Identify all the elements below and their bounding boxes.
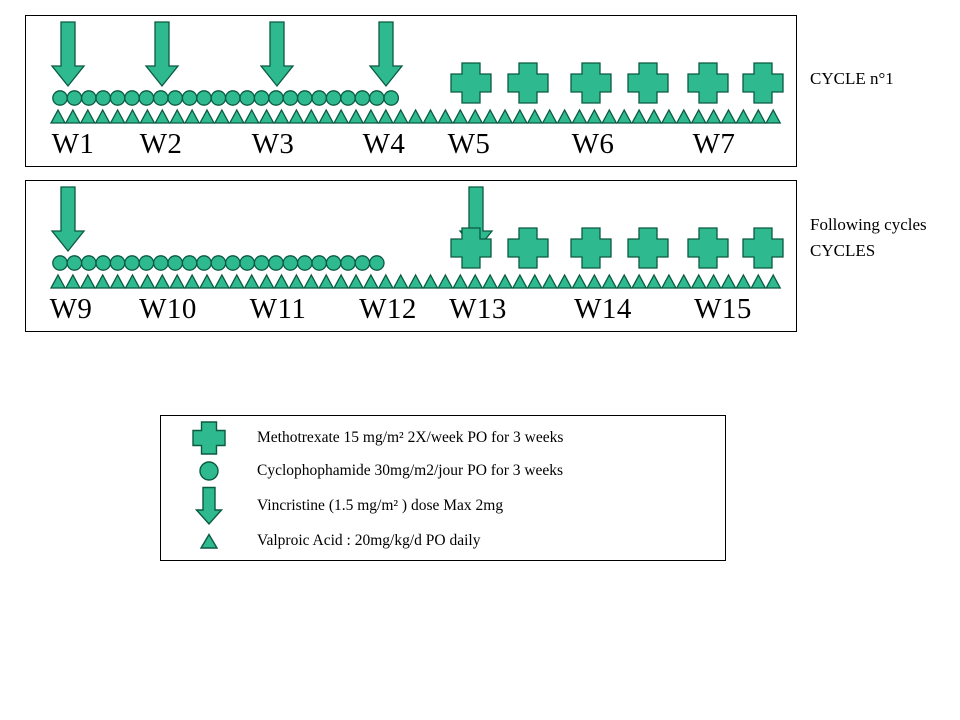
week-label: W5	[447, 128, 491, 160]
vincristine-arrows	[50, 186, 494, 253]
vincristine-arrow-icon	[173, 486, 245, 526]
week-label: W3	[251, 128, 295, 160]
week-label: W15	[694, 293, 752, 325]
cycle1-side-label-line: CYCLE n°1	[810, 69, 894, 88]
legend-box: Methotrexate 15 mg/m² 2X/week PO for 3 w…	[160, 415, 726, 561]
week-label: W11	[249, 293, 307, 325]
legend-item-valproic: Valproic Acid : 20mg/kg/d PO daily	[173, 525, 725, 557]
legend-item-cyclophosphamide: Cyclophophamide 30mg/m2/jour PO for 3 we…	[173, 455, 725, 487]
valproic-triangles	[49, 273, 782, 289]
week-label: W4	[362, 128, 406, 160]
legend-item-text: Methotrexate 15 mg/m² 2X/week PO for 3 w…	[257, 429, 564, 446]
methotrexate-crosses	[450, 227, 784, 269]
legend-item-text: Cyclophophamide 30mg/m2/jour PO for 3 we…	[257, 462, 564, 479]
cycle1-side-label: CYCLE n°1	[810, 66, 894, 92]
week-label: W12	[359, 293, 417, 325]
cyclophosphamide-circles	[52, 90, 400, 106]
cyclophosphamide-circle-icon	[173, 460, 245, 482]
methotrexate-crosses	[450, 62, 784, 104]
legend-item-text: Vincristine (1.5 mg/m² ) dose Max 2mg	[257, 497, 504, 514]
legend-item-methotrexate: Methotrexate 15 mg/m² 2X/week PO for 3 w…	[173, 421, 725, 455]
following-cycles-side-label: Following cycles CYCLES	[810, 212, 927, 264]
legend-item-text: Valproic Acid : 20mg/kg/d PO daily	[257, 532, 481, 549]
week-label: W10	[139, 293, 197, 325]
following-cycles-timeline-graphic	[49, 186, 784, 289]
cyclophosphamide-circles	[52, 255, 385, 271]
week-label: W2	[139, 128, 183, 160]
following-cycles-side-label-line2: CYCLES	[810, 241, 876, 260]
week-label: W6	[571, 128, 615, 160]
following-cycles-panel: W9 W10 W11 W12 W13 W14 W15	[25, 180, 797, 332]
valproic-triangles	[49, 108, 782, 124]
week-label: W9	[49, 293, 93, 325]
legend-item-vincristine: Vincristine (1.5 mg/m² ) dose Max 2mg	[173, 486, 725, 526]
week-label: W1	[51, 128, 95, 160]
cycle1-panel: W1 W2 W3 W4 W5 W6 W7	[25, 15, 797, 167]
week-label: W7	[692, 128, 736, 160]
valproic-triangle-icon	[173, 532, 245, 550]
following-cycles-side-label-line1: Following cycles	[810, 215, 927, 234]
vincristine-arrows	[50, 21, 404, 88]
cycle1-timeline-graphic	[49, 21, 784, 124]
methotrexate-cross-icon	[173, 420, 245, 456]
week-label: W14	[574, 293, 632, 325]
week-label: W13	[449, 293, 507, 325]
